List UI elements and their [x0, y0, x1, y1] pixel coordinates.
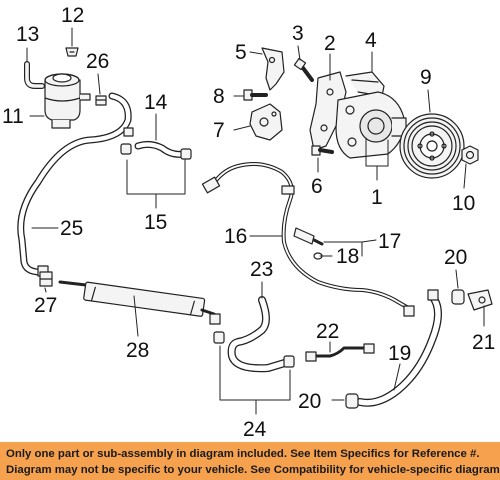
callout-19: 19 — [388, 342, 411, 365]
callout-6: 6 — [311, 175, 323, 198]
disclaimer-line-1: Only one part or sub-assembly in diagram… — [6, 448, 480, 460]
callout-3: 3 — [292, 22, 304, 45]
part-24-clamps — [213, 331, 295, 368]
callout-2: 2 — [324, 32, 336, 55]
part-25-return-hose — [17, 92, 134, 277]
power-steering-parts-diagram: 13 12 26 11 14 15 25 27 28 5 3 2 4 9 8 7… — [2, 4, 495, 441]
callout-17: 17 — [378, 230, 401, 253]
callout-18: 18 — [336, 245, 359, 268]
disclaimer-line-2: Diagram may not be specific to your vehi… — [6, 464, 500, 476]
callout-5: 5 — [235, 41, 247, 64]
part-12-cap — [65, 47, 79, 57]
part-16-pressure-hose — [201, 162, 415, 317]
callout-4: 4 — [365, 29, 377, 52]
callout-14: 14 — [144, 91, 168, 114]
disclaimer-banner: Only one part or sub-assembly in diagram… — [0, 442, 500, 480]
leader-lines — [26, 27, 485, 415]
callout-7: 7 — [213, 119, 225, 142]
part-23-hose — [227, 296, 292, 373]
callout-1: 1 — [371, 186, 383, 209]
callout-9: 9 — [420, 66, 432, 89]
part-13-bracket — [24, 61, 45, 89]
part-6-bolt — [311, 145, 334, 156]
part-22-pipe — [305, 343, 375, 362]
callout-8: 8 — [213, 85, 225, 108]
part-14-hose — [134, 140, 188, 158]
part-15-clamps — [120, 143, 192, 160]
callout-20-lower: 20 — [298, 390, 321, 413]
callout-13: 13 — [16, 23, 39, 46]
callout-15: 15 — [144, 211, 167, 234]
part-11-reservoir — [44, 73, 91, 129]
callout-11: 11 — [2, 105, 24, 128]
callout-28: 28 — [126, 339, 149, 362]
part-3-bolt — [293, 57, 314, 82]
part-1-pump — [335, 91, 407, 159]
part-17-sensor — [293, 227, 324, 246]
callout-25: 25 — [60, 217, 83, 240]
part-5-bracket — [261, 47, 285, 91]
part-28-cooler — [58, 280, 221, 325]
callout-21: 21 — [472, 331, 495, 354]
callout-23: 23 — [250, 258, 273, 281]
callout-24: 24 — [243, 418, 267, 441]
part-8-bolt — [243, 89, 268, 101]
callout-22: 22 — [316, 320, 339, 343]
part-10-nut — [461, 145, 479, 165]
part-2-bracket — [309, 71, 347, 151]
callout-10: 10 — [452, 192, 475, 215]
part-26-clamp — [95, 95, 107, 106]
callout-16: 16 — [224, 225, 247, 248]
part-21-fitting — [467, 289, 493, 311]
part-19-return-hose — [356, 289, 442, 407]
callout-20-upper: 20 — [444, 246, 467, 269]
callout-12: 12 — [61, 4, 84, 27]
part-7-bracket — [249, 103, 283, 141]
callout-26: 26 — [86, 50, 109, 73]
part-20-clamps — [345, 289, 465, 409]
callout-27: 27 — [34, 294, 57, 317]
part-9-pulley — [399, 113, 465, 179]
callout-numbers: 13 12 26 11 14 15 25 27 28 5 3 2 4 9 8 7… — [2, 4, 495, 441]
part-27-fitting — [39, 271, 53, 287]
